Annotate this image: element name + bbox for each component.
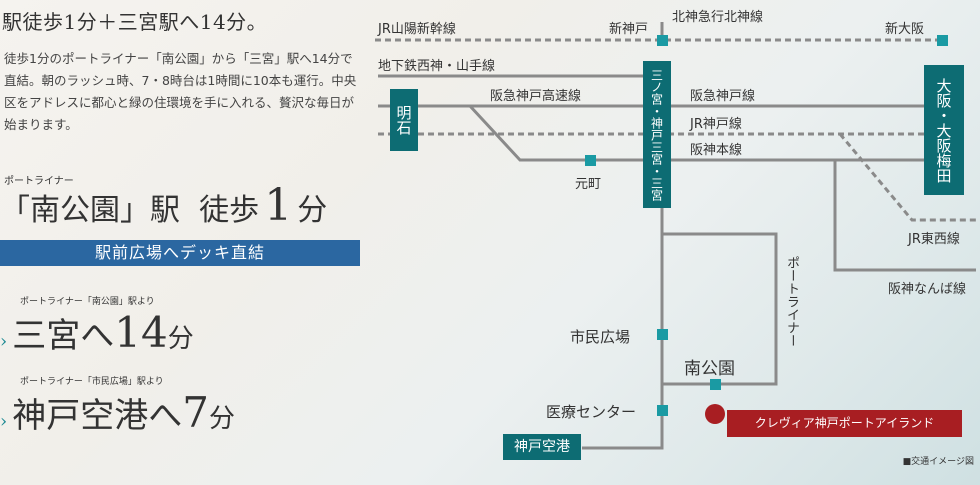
akashi-box: 明石 [390, 89, 418, 151]
shimin-hiroba-label: 市民広場 [570, 328, 631, 346]
osaka-umeda-box: 大阪・大阪梅田 [924, 65, 964, 195]
shimin-hiroba-marker [657, 329, 668, 340]
jr-tozai-label: JR東西線 [908, 232, 960, 247]
headline: 駅徒歩1分＋三宮駅へ14分。 [2, 10, 268, 34]
shin-osaka-label: 新大阪 [885, 22, 925, 37]
hanshin-main-label: 阪神本線 [690, 143, 743, 158]
airport-text: 神戸空港へ [12, 396, 183, 436]
jr-sanyo-shinkansen-label: JR山陽新幹線 [378, 22, 456, 37]
minami-koen-marker [710, 379, 721, 390]
iryo-center-marker [657, 405, 668, 416]
hankyu-kobe-kosoku-label: 阪急神戸高速線 [490, 89, 582, 104]
chevron-right-icon: › [0, 411, 8, 432]
iryo-center-label: 医療センター [546, 403, 637, 421]
portliner-label-map: ポートライナー [784, 256, 799, 347]
sannomiya-box: 三ノ宮・神戸三宮・三宮 [643, 61, 671, 208]
kobe-airport-box: 神戸空港 [503, 434, 581, 460]
motomachi-label: 元町 [575, 177, 602, 192]
walk-minutes: 1 [264, 180, 293, 231]
chevron-right-icon: › [0, 331, 8, 352]
property-marker [705, 404, 725, 424]
minami-koen-label: 南公園 [684, 359, 735, 379]
walk-text: 徒歩 [199, 193, 260, 228]
walk-unit: 分 [297, 193, 328, 228]
sannomiya-row: › 三宮へ14分 [0, 308, 194, 357]
hankyu-kobe-label: 阪急神戸線 [690, 89, 756, 104]
airport-minutes: 7 [182, 388, 210, 437]
motomachi-marker [585, 155, 596, 166]
portliner-trunk [582, 190, 664, 450]
intro-text: 徒歩1分のポートライナー「南公園」から「三宮」駅へ14分で直結。朝のラッシュ時、… [4, 51, 357, 132]
deck-banner: 駅前広場へデッキ直結 [0, 240, 360, 266]
shin-osaka-marker [937, 35, 948, 46]
shin-kobe-marker [657, 35, 668, 46]
airport-row: › 神戸空港へ7分 [0, 388, 235, 437]
portliner-label: ポートライナー [4, 176, 74, 187]
minami-station-name: 「南公園」駅 [0, 193, 180, 228]
sannomiya-unit: 分 [167, 324, 194, 354]
hanshin-namba-label: 阪神なんば線 [888, 282, 967, 297]
walk-row: 「南公園」駅 徒歩 1 分 [0, 180, 327, 231]
hanshin-main-line [468, 104, 928, 162]
airport-unit: 分 [209, 404, 236, 434]
jr-kobe-label: JR神戸線 [690, 117, 742, 132]
sannomiya-text: 三宮へ [12, 316, 115, 356]
sannomiya-note: ポートライナー「南公園」駅より [20, 297, 155, 307]
jr-tozai-line [838, 133, 976, 222]
map-note: ■交通イメージ図 [902, 457, 974, 467]
property-label: クレヴィア神戸ポートアイランド [727, 410, 962, 437]
airport-note: ポートライナー「市民広場」駅より [20, 377, 164, 387]
sannomiya-minutes: 14 [114, 308, 168, 357]
subway-seishin-label: 地下鉄西神・山手線 [378, 59, 496, 74]
shin-kobe-label: 新神戸 [609, 22, 649, 37]
hokushin-label: 北神急行北神線 [672, 10, 764, 25]
hanshin-namba-line [833, 160, 976, 272]
